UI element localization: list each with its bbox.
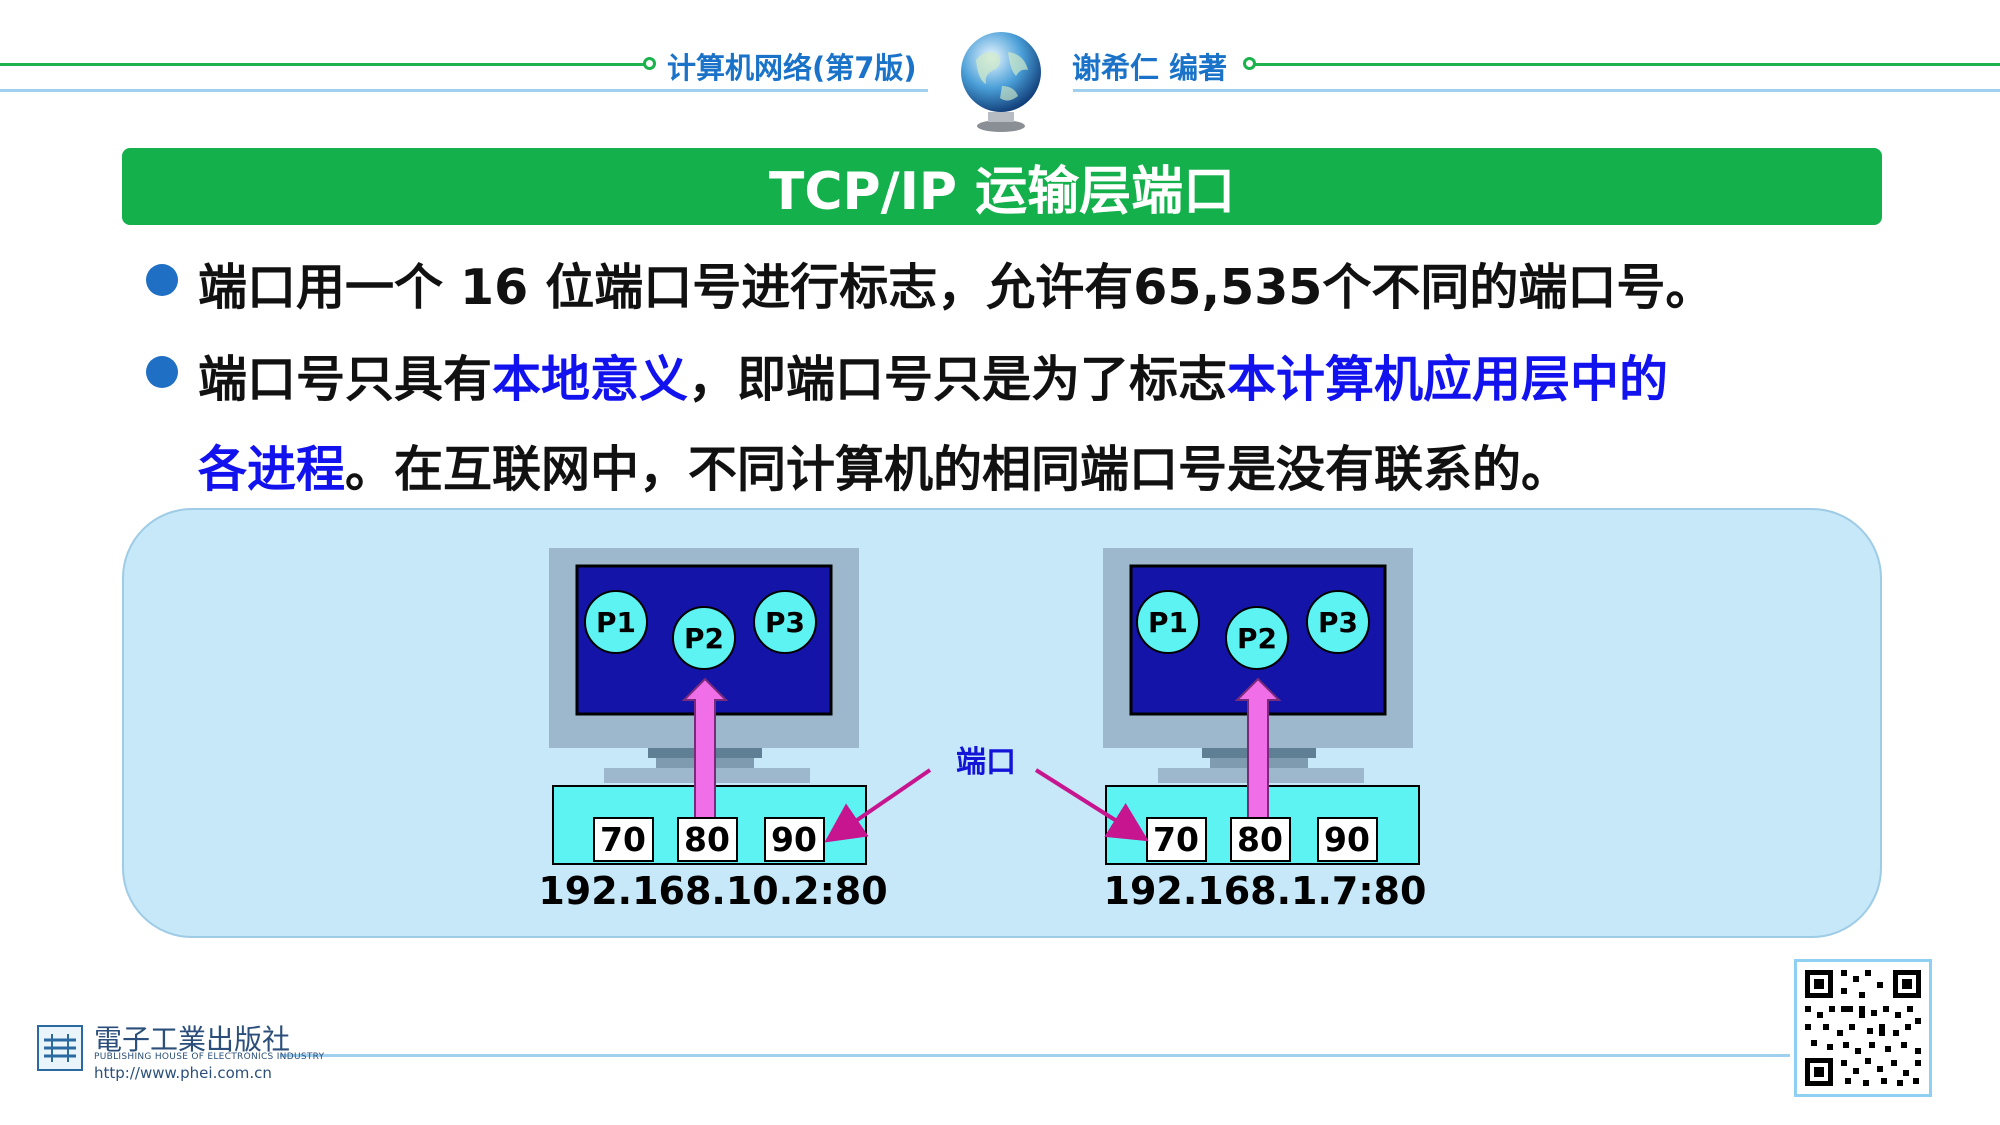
- process-p1-label-2: P1: [1148, 606, 1188, 639]
- process-p3-circle-2: [1306, 590, 1370, 654]
- process-p2-circle-2: [1225, 606, 1289, 670]
- bullet-2-highlight-local-meaning: 本地意义: [492, 351, 689, 408]
- bullet-2-highlight-processes: 各进程: [198, 441, 346, 498]
- publisher-name-en: PUBLISHING HOUSE OF ELECTRONICS INDUSTRY: [94, 1052, 325, 1062]
- publisher-logo-icon: [37, 1025, 83, 1071]
- bullet-1-text: 端口用一个 16 位端口号进行标志，允许有65,535个不同的端口号。: [198, 259, 1715, 316]
- bullet-2-line-2: 各进程。在互联网中，不同计算机的相同端口号是没有联系的。: [198, 430, 1570, 501]
- publisher-name-cn: 電子工業出版社: [94, 1023, 291, 1056]
- bullet-2-text-b: ，即端口号只是为了标志: [688, 351, 1228, 408]
- bullet-2-text-a: 端口号只具有: [198, 351, 493, 408]
- address-2: 192.168.1.7:80: [1104, 869, 1427, 913]
- port-80-box-2: [1230, 817, 1291, 862]
- header-line-green-left: [0, 63, 648, 66]
- qr-code-icon: [1797, 962, 1929, 1094]
- port-callout-label: 端口: [956, 745, 1016, 780]
- publisher-url: http://www.phei.com.cn: [94, 1064, 272, 1082]
- process-p1-circle-2: [1136, 590, 1200, 654]
- address-1: 192.168.10.2:80: [538, 869, 887, 913]
- process-p2-label-1: P2: [684, 622, 724, 655]
- book-title: 计算机网络(第7版): [667, 51, 917, 85]
- port-70-box-1: [593, 817, 654, 862]
- process-p2-circle-1: [672, 606, 736, 670]
- port-90-label-2: 90: [1324, 820, 1370, 859]
- slide-title-bar: TCP/IP 运输层端口: [122, 148, 1882, 225]
- process-p3-label-1: P3: [765, 606, 805, 639]
- up-arrow-1: [681, 677, 729, 833]
- header-line-blue-left: [0, 89, 928, 92]
- header-line-blue-right: [1073, 89, 2000, 92]
- port-90-label-1: 90: [771, 820, 817, 859]
- port-90-box-2: [1317, 817, 1378, 862]
- port-90-box-1: [764, 817, 825, 862]
- header-ring-left: [643, 57, 656, 70]
- up-arrow-2: [1234, 677, 1282, 833]
- port-80-box-1: [677, 817, 738, 862]
- footer-line: [280, 1054, 1790, 1057]
- process-p2-label-2: P2: [1237, 622, 1277, 655]
- header-line-green-right: [1250, 63, 2000, 66]
- port-pointer-left: [824, 768, 932, 843]
- qr-code-frame: [1794, 959, 1932, 1097]
- header-ring-right: [1243, 57, 1256, 70]
- book-author: 谢希仁 编著: [1072, 51, 1228, 85]
- computer-1: P1 P2 P3 70 80 90 192.168.10.2:80: [538, 548, 888, 913]
- port-80-label-2: 80: [1237, 820, 1283, 859]
- computer-2: P1 P2 P3 70 80 90 192.168.1.7:80: [1103, 548, 1426, 913]
- port-pointer-right: [1034, 768, 1149, 842]
- process-p1-label-1: P1: [596, 606, 636, 639]
- process-p3-circle-1: [753, 590, 817, 654]
- process-p3-label-2: P3: [1318, 606, 1358, 639]
- bullet-1-line-1: 端口用一个 16 位端口号进行标志，允许有65,535个不同的端口号。: [198, 248, 1714, 319]
- globe-icon: [961, 32, 1041, 132]
- bullet-2-line-1: 端口号只具有本地意义，即端口号只是为了标志本计算机应用层中的: [198, 340, 1668, 411]
- process-p1-circle-1: [584, 590, 648, 654]
- bullet-2-text-c: 。在互联网中，不同计算机的相同端口号是没有联系的。: [345, 441, 1571, 498]
- port-70-label-2: 70: [1153, 820, 1199, 859]
- bullet-2-highlight-app-layer: 本计算机应用层中的: [1227, 351, 1669, 408]
- bullet-dot-2: [146, 356, 178, 388]
- diagram-panel: [122, 508, 1882, 938]
- port-70-label-1: 70: [600, 820, 646, 859]
- slide-title: TCP/IP 运输层端口: [768, 162, 1236, 222]
- bullet-dot-1: [146, 264, 178, 296]
- port-80-label-1: 80: [684, 820, 730, 859]
